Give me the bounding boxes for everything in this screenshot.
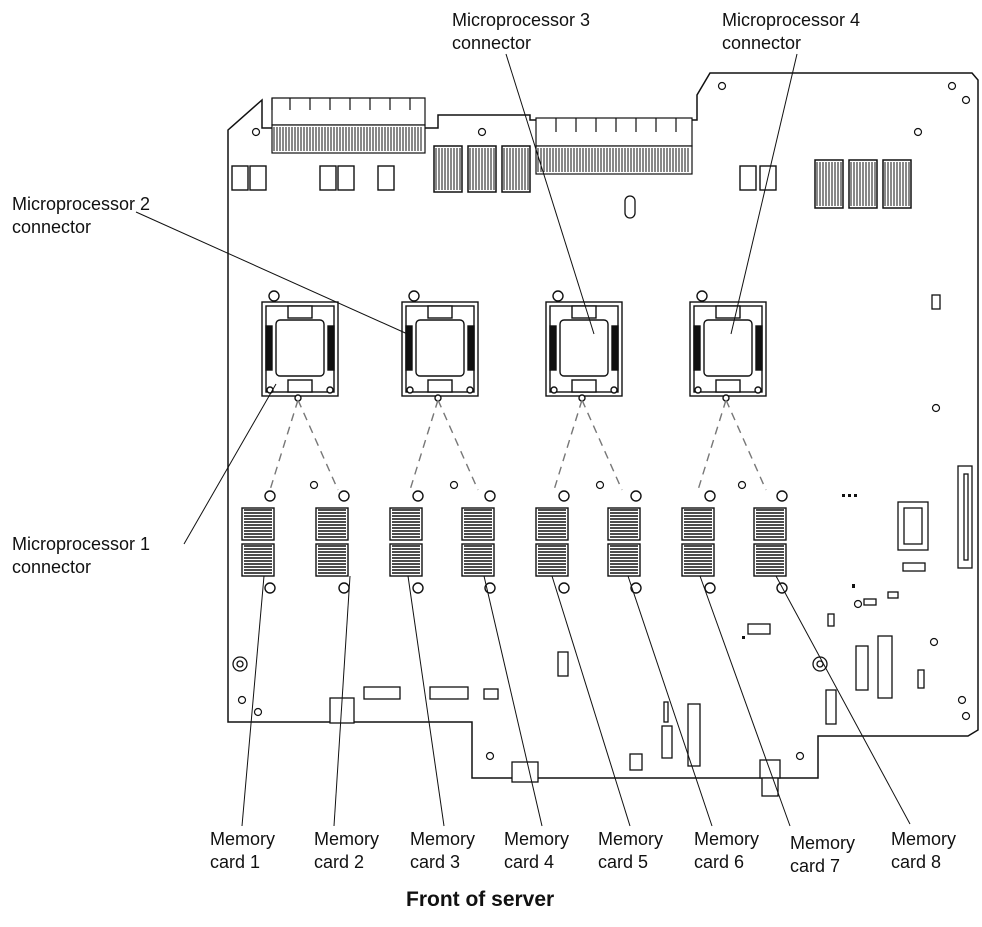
- label-line: Microprocessor 2: [12, 193, 150, 216]
- label-line: card 6: [694, 851, 759, 874]
- label-line: Memory: [694, 828, 759, 851]
- label-line: card 2: [314, 851, 379, 874]
- label-line: Memory: [790, 832, 855, 855]
- label-memory-card-4: Memory card 4: [504, 828, 569, 874]
- label-line: connector: [12, 216, 150, 239]
- label-line: Memory: [314, 828, 379, 851]
- label-line: Microprocessor 3: [452, 9, 590, 32]
- label-microprocessor-1: Microprocessor 1 connector: [12, 533, 150, 579]
- label-line: Microprocessor 4: [722, 9, 860, 32]
- label-line: card 5: [598, 851, 663, 874]
- label-memory-card-7: Memory card 7: [790, 832, 855, 878]
- label-memory-card-8: Memory card 8: [891, 828, 956, 874]
- label-microprocessor-2: Microprocessor 2 connector: [12, 193, 150, 239]
- label-microprocessor-4: Microprocessor 4 connector: [722, 9, 860, 55]
- label-line: Memory: [598, 828, 663, 851]
- label-memory-card-2: Memory card 2: [314, 828, 379, 874]
- label-microprocessor-3: Microprocessor 3 connector: [452, 9, 590, 55]
- label-memory-card-6: Memory card 6: [694, 828, 759, 874]
- top-connectors-left: [272, 98, 425, 125]
- label-line: Memory: [504, 828, 569, 851]
- label-line: Memory: [210, 828, 275, 851]
- label-memory-card-5: Memory card 5: [598, 828, 663, 874]
- label-line: Memory: [410, 828, 475, 851]
- label-line: card 8: [891, 851, 956, 874]
- label-line: Memory: [891, 828, 956, 851]
- label-line: card 1: [210, 851, 275, 874]
- label-memory-card-1: Memory card 1: [210, 828, 275, 874]
- label-line: card 4: [504, 851, 569, 874]
- label-line: card 3: [410, 851, 475, 874]
- label-line: card 7: [790, 855, 855, 878]
- front-of-server-label: Front of server: [406, 888, 554, 912]
- label-line: connector: [722, 32, 860, 55]
- oval-slot: [625, 196, 635, 218]
- label-line: connector: [12, 556, 150, 579]
- label-memory-card-3: Memory card 3: [410, 828, 475, 874]
- label-line: Microprocessor 1: [12, 533, 150, 556]
- label-line: connector: [452, 32, 590, 55]
